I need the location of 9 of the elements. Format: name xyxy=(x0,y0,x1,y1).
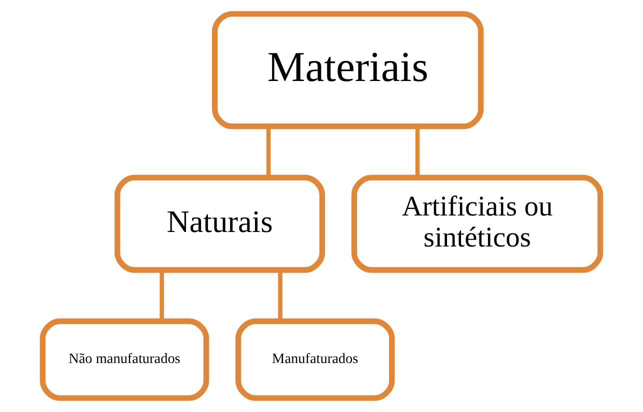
node-box: Não manufaturados xyxy=(40,318,210,401)
connector xyxy=(160,270,164,322)
node-box: Materiais xyxy=(212,11,484,130)
connector xyxy=(278,270,282,322)
node-box: Manufaturados xyxy=(235,318,395,401)
connector xyxy=(415,126,420,178)
node-box: Artificiais ou sintéticos xyxy=(351,174,604,273)
node-box: Naturais xyxy=(114,174,326,273)
connector xyxy=(266,126,271,178)
